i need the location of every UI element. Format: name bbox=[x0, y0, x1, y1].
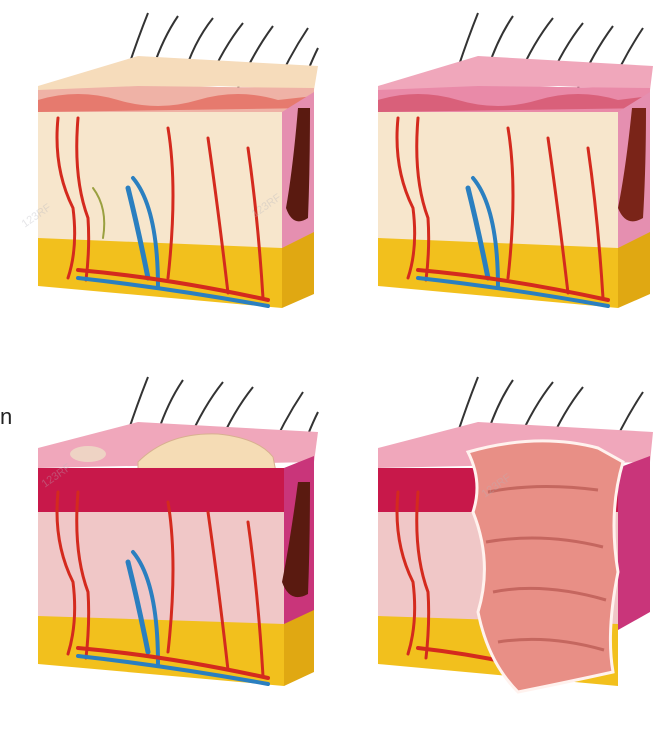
skin-block-peeling bbox=[368, 372, 658, 712]
skin-block-blistered bbox=[18, 372, 324, 712]
peeling-skin-sheet bbox=[468, 441, 623, 692]
stray-character: n bbox=[0, 404, 12, 430]
skin-block-reddened bbox=[368, 8, 658, 328]
skin-block-normal bbox=[18, 8, 324, 328]
